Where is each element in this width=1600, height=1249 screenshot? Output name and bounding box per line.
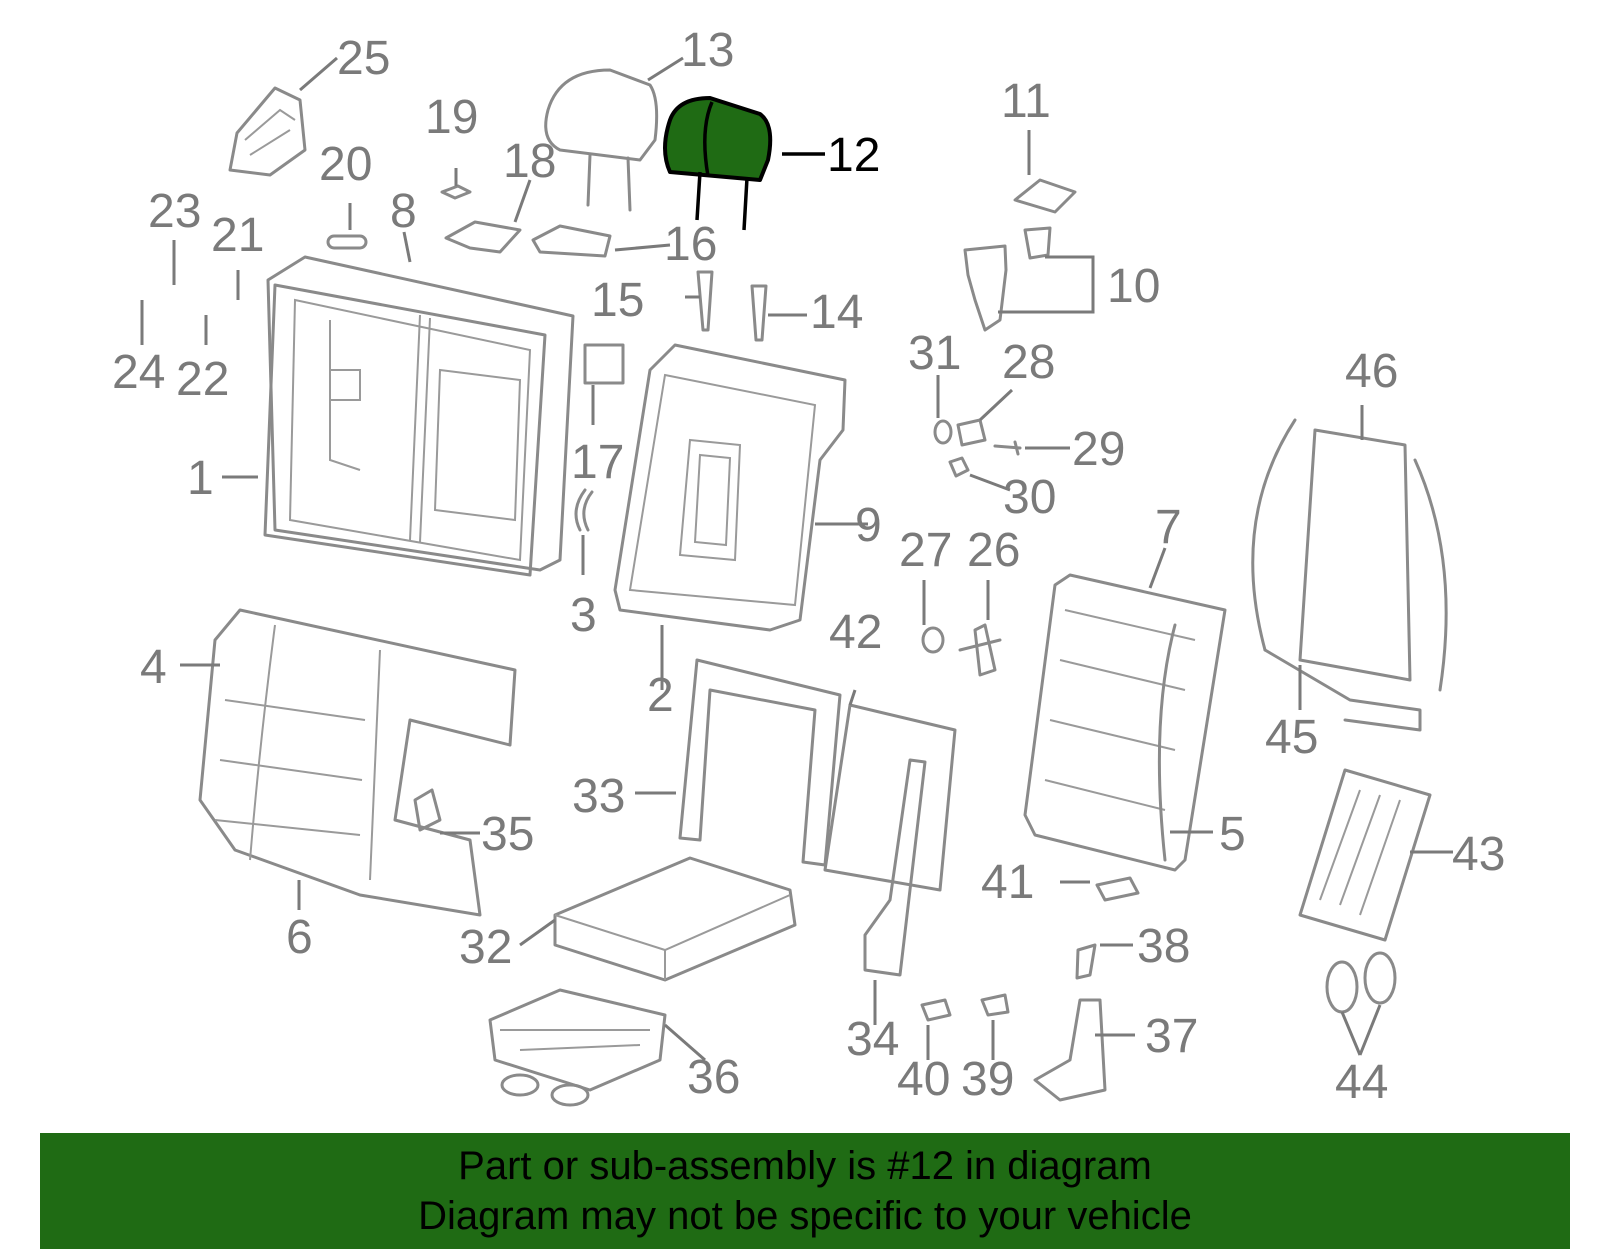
part-36-shape <box>488 988 667 1107</box>
callout-22[interactable]: 22 <box>176 353 229 406</box>
callout-4[interactable]: 4 <box>140 641 167 694</box>
part-15-14-shapes <box>696 270 768 342</box>
callout-numbers: 25 13 12 19 18 20 8 23 21 24 22 16 11 10… <box>112 24 1505 1109</box>
part-13-shape <box>544 68 659 212</box>
banner-line-2: Diagram may not be specific to your vehi… <box>418 1194 1192 1238</box>
callout-24[interactable]: 24 <box>112 346 165 399</box>
part-33-42-34-shapes <box>678 658 957 977</box>
callout-37[interactable]: 37 <box>1145 1010 1198 1063</box>
callout-2[interactable]: 2 <box>647 669 674 722</box>
callout-20[interactable]: 20 <box>319 138 372 191</box>
callout-46[interactable]: 46 <box>1345 345 1398 398</box>
part-32-shape <box>553 856 797 982</box>
part-12-shape <box>663 96 773 231</box>
callout-13[interactable]: 13 <box>681 24 734 77</box>
callout-28[interactable]: 28 <box>1002 336 1055 389</box>
callout-42[interactable]: 42 <box>829 606 882 659</box>
callout-31[interactable]: 31 <box>908 327 961 380</box>
part-44-shape <box>1325 951 1397 1014</box>
callout-26[interactable]: 26 <box>967 524 1020 577</box>
part-hardware-shapes <box>933 418 1022 478</box>
callout-45[interactable]: 45 <box>1265 711 1318 764</box>
callout-27[interactable]: 27 <box>899 524 952 577</box>
callout-25[interactable]: 25 <box>337 32 390 85</box>
callout-3[interactable]: 3 <box>570 589 597 642</box>
callout-17[interactable]: 17 <box>571 436 624 489</box>
callout-7[interactable]: 7 <box>1155 501 1182 554</box>
part-lower-right-shapes <box>920 876 1140 1102</box>
part-17-3-shapes <box>574 343 625 532</box>
banner-line-1: Part or sub-assembly is #12 in diagram <box>458 1144 1152 1188</box>
part-43-shape <box>1298 768 1432 942</box>
callout-9[interactable]: 9 <box>855 499 882 552</box>
callout-8[interactable]: 8 <box>390 185 417 238</box>
callout-34[interactable]: 34 <box>846 1013 899 1066</box>
callout-11[interactable]: 11 <box>1001 75 1051 128</box>
callout-19[interactable]: 19 <box>425 91 478 144</box>
callout-30[interactable]: 30 <box>1003 471 1056 524</box>
callout-1[interactable]: 1 <box>187 452 214 505</box>
callout-38[interactable]: 38 <box>1137 920 1190 973</box>
callout-23[interactable]: 23 <box>148 185 201 238</box>
callout-36[interactable]: 36 <box>687 1051 740 1104</box>
callout-14[interactable]: 14 <box>810 286 863 339</box>
callout-33[interactable]: 33 <box>572 770 625 823</box>
info-banner: Part or sub-assembly is #12 in diagram D… <box>40 1133 1570 1249</box>
part-small-shapes <box>326 184 612 258</box>
callout-35[interactable]: 35 <box>481 808 534 861</box>
part-27-26-shapes <box>921 623 1002 677</box>
leader-lines <box>140 56 1453 1062</box>
part-46-45-shapes <box>1251 418 1448 732</box>
callout-32[interactable]: 32 <box>459 921 512 974</box>
part-4-6-shapes <box>198 608 517 917</box>
callout-40[interactable]: 40 <box>897 1053 950 1106</box>
part-8-1-frame <box>263 255 575 577</box>
callout-12[interactable]: 12 <box>827 129 880 182</box>
callout-5[interactable]: 5 <box>1219 808 1246 861</box>
callout-41[interactable]: 41 <box>981 856 1034 909</box>
part-7-5-shapes <box>1023 573 1227 872</box>
callout-10[interactable]: 10 <box>1107 260 1160 313</box>
callout-15[interactable]: 15 <box>591 274 644 327</box>
callout-29[interactable]: 29 <box>1072 423 1125 476</box>
callout-16[interactable]: 16 <box>664 218 717 271</box>
callout-6[interactable]: 6 <box>286 911 313 964</box>
part-25-shape <box>228 86 307 177</box>
callout-21[interactable]: 21 <box>211 209 264 262</box>
callout-44[interactable]: 44 <box>1335 1056 1388 1109</box>
part-9-2-frame <box>613 343 847 632</box>
callout-18[interactable]: 18 <box>503 135 556 188</box>
callout-43[interactable]: 43 <box>1452 828 1505 881</box>
callout-39[interactable]: 39 <box>961 1053 1014 1106</box>
part-11-10-shapes <box>963 178 1077 332</box>
